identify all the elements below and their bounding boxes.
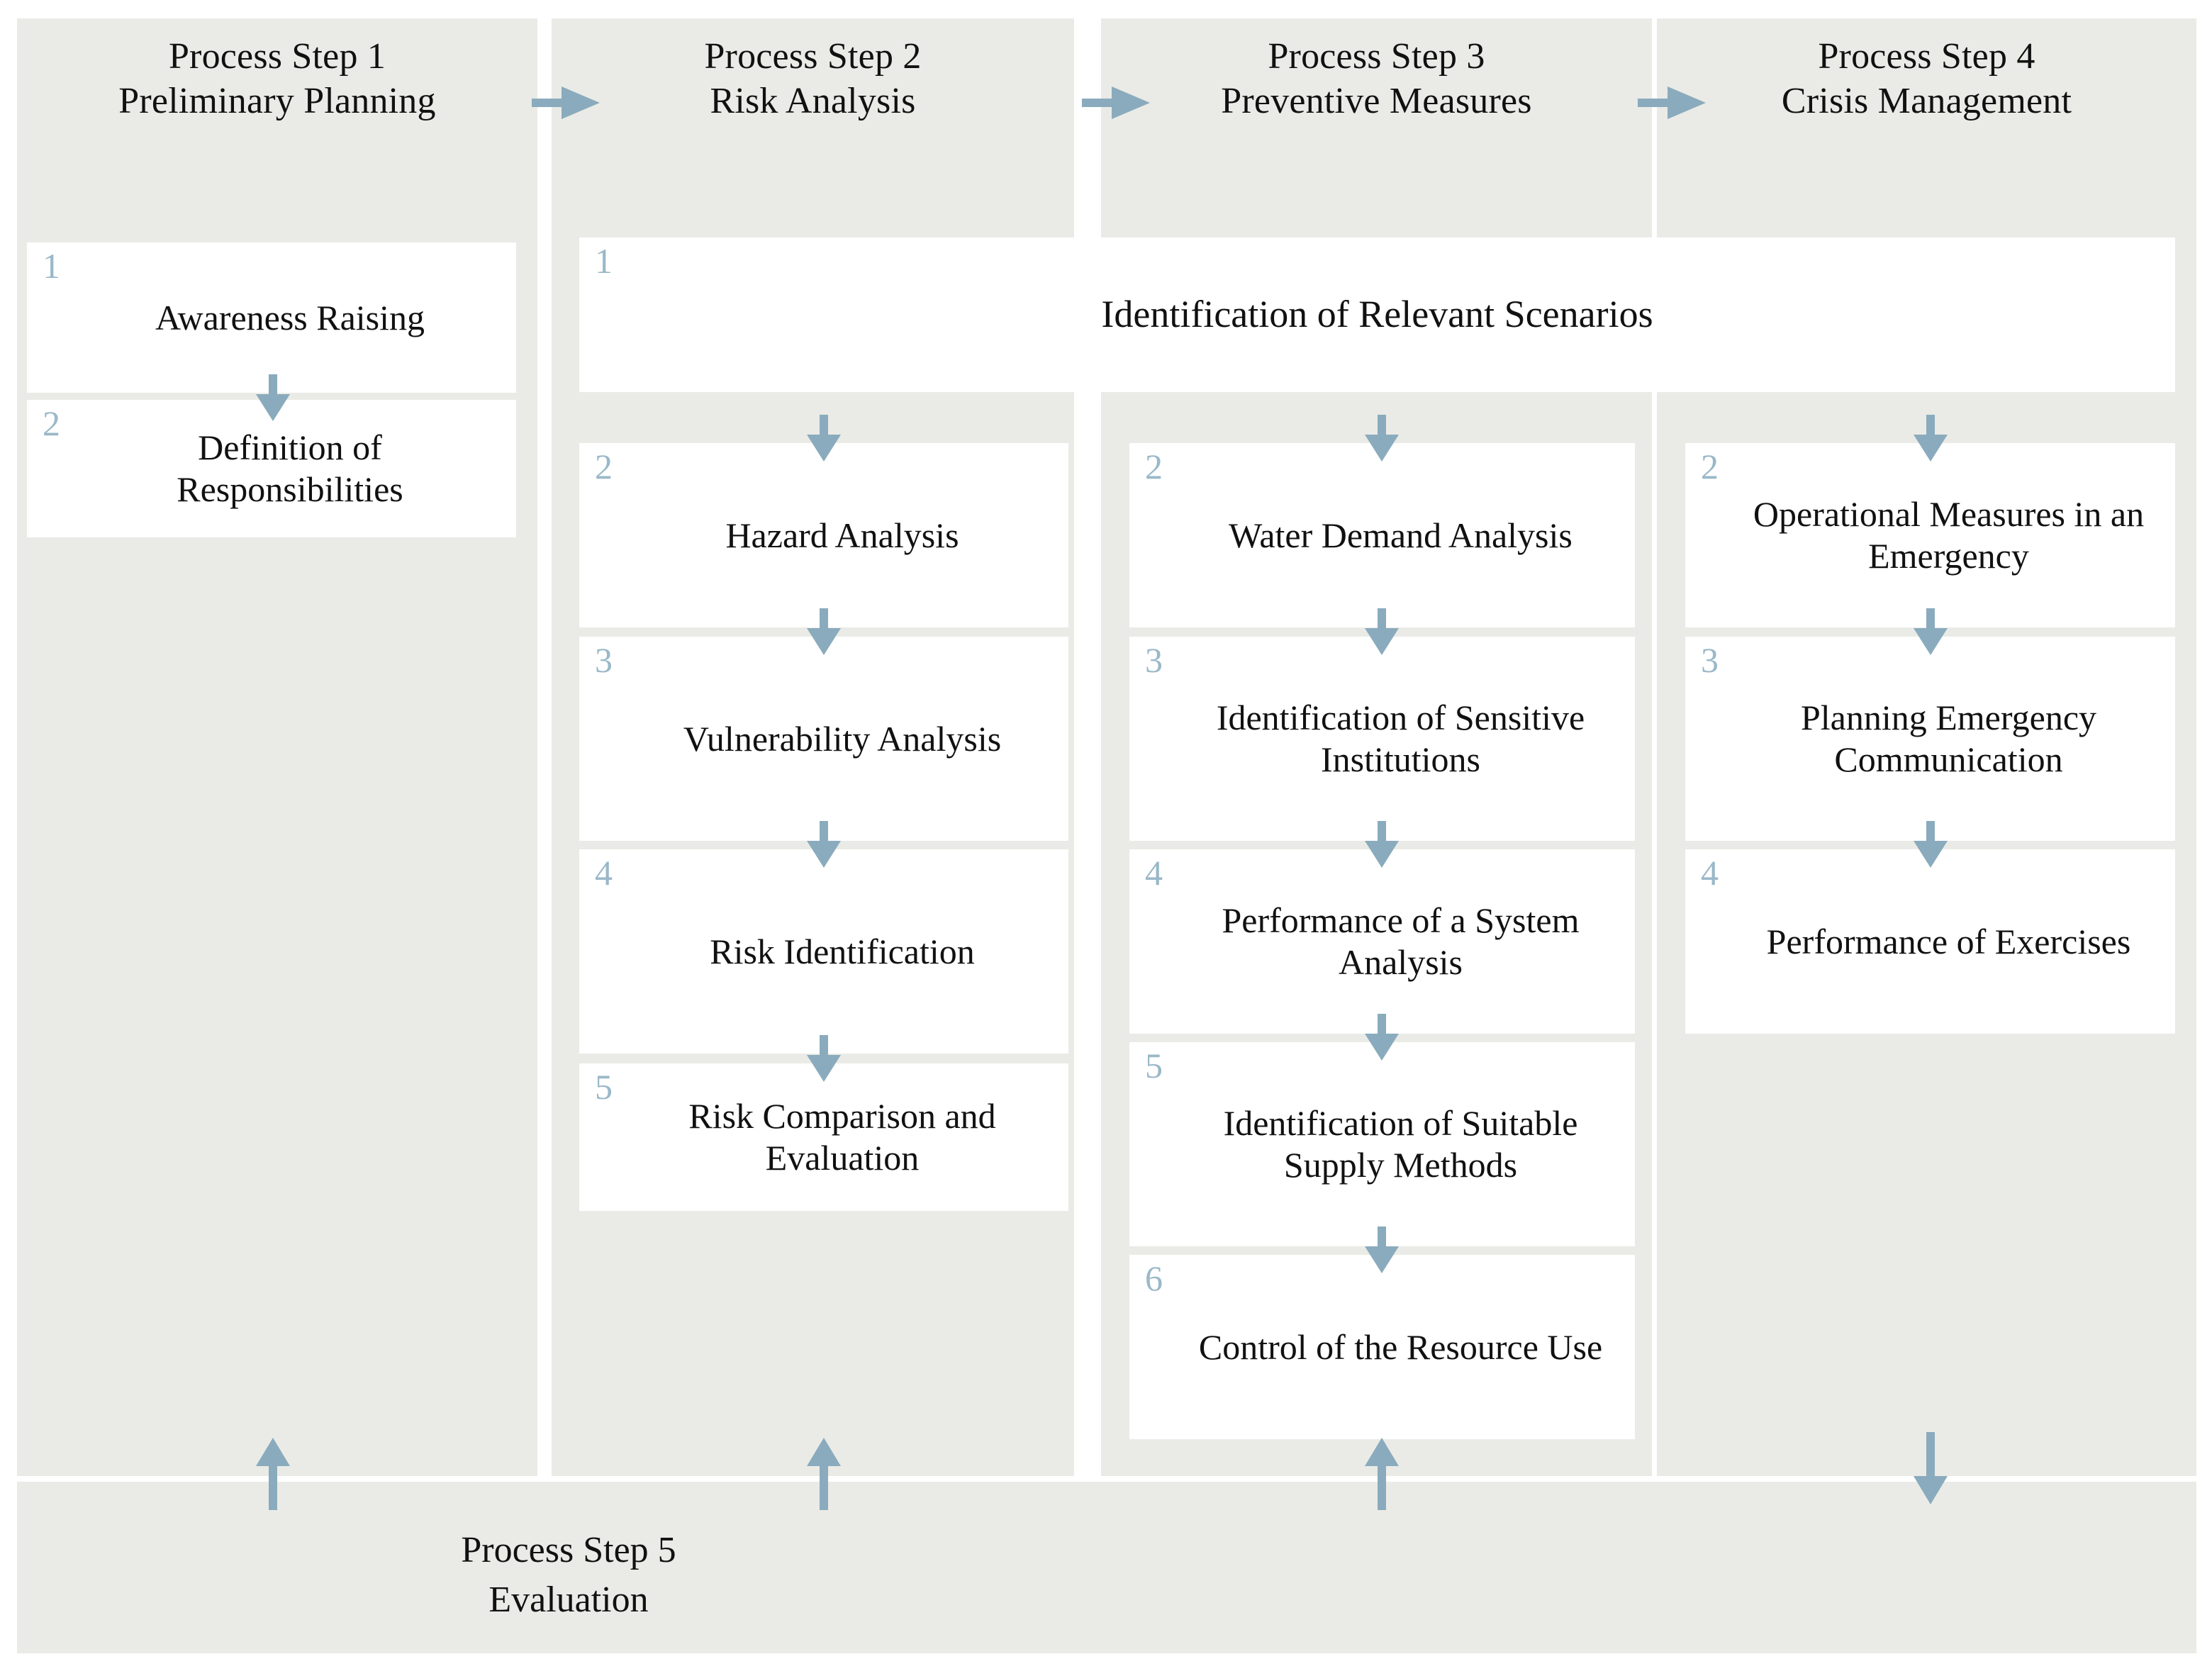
- step-number: 4: [1701, 853, 1719, 893]
- lane-process-step-1: [17, 18, 537, 1476]
- heading-process-step-3: Process Step 3 Preventive Measures: [1101, 34, 1652, 124]
- arrow-2-4-to-2-5: [803, 1035, 845, 1085]
- arrow-3-5-to-3-6: [1361, 1226, 1403, 1276]
- heading-line-2: Crisis Management: [1781, 81, 2072, 122]
- step-box-4-3[interactable]: 3 Planning Emergency Communication: [1685, 637, 2175, 841]
- arrow-4-2-to-4-3: [1909, 608, 1952, 658]
- step-number: 6: [1145, 1258, 1163, 1298]
- footer-heading: Process Step 5 Evaluation: [17, 1526, 1120, 1625]
- heading-process-step-4: Process Step 4 Crisis Management: [1657, 34, 2196, 124]
- step-box-3-6[interactable]: 6 Control of the Resource Use: [1129, 1255, 1635, 1439]
- step-box-2-4[interactable]: 4 Risk Identification: [579, 849, 1068, 1054]
- step-box-3-5[interactable]: 5 Identification of Suitable Supply Meth…: [1129, 1042, 1635, 1246]
- step-number: 4: [595, 853, 613, 893]
- arrow-3-3-to-3-4: [1361, 821, 1403, 871]
- step-number: 4: [1145, 853, 1163, 893]
- step-number: 3: [595, 640, 613, 680]
- step-box-4-2[interactable]: 2 Operational Measures in an Emergency: [1685, 443, 2175, 627]
- footer-line-2: Evaluation: [488, 1580, 649, 1621]
- step-label: Awareness Raising: [155, 297, 425, 337]
- heading-line-1: Process Step 4: [1818, 36, 2035, 77]
- heading-line-2: Preliminary Planning: [118, 81, 436, 122]
- arrow-3-2-to-3-3: [1361, 608, 1403, 658]
- step-box-4-4[interactable]: 4 Performance of Exercises: [1685, 849, 2175, 1034]
- step-number: 1: [43, 246, 60, 286]
- band-process-step-5: [17, 1482, 2196, 1653]
- arrow-4-1-to-4-2: [1909, 415, 1952, 464]
- step-number: 5: [595, 1067, 613, 1107]
- arrow-feedback-to-step1: [252, 1432, 294, 1510]
- heading-line-1: Process Step 2: [704, 36, 922, 77]
- step-label: Definition of Responsibilities: [177, 427, 403, 509]
- step-label: Planning Emergency Communication: [1800, 698, 2097, 779]
- step-label: Operational Measures in an Emergency: [1753, 494, 2145, 576]
- step-number: 3: [1145, 640, 1163, 680]
- arrow-2-1-to-2-2: [803, 415, 845, 464]
- heading-process-step-1: Process Step 1 Preliminary Planning: [17, 34, 537, 124]
- heading-process-step-2: Process Step 2 Risk Analysis: [552, 34, 1074, 124]
- heading-line-2: Preventive Measures: [1221, 81, 1532, 122]
- footer-line-1: Process Step 5: [461, 1530, 676, 1570]
- step-box-1-2[interactable]: 2 Definition of Responsibilities: [27, 400, 516, 537]
- step-label: Control of the Resource Use: [1198, 1326, 1603, 1367]
- step-label: Risk Comparison and Evaluation: [688, 1096, 996, 1178]
- step-number: 2: [1145, 447, 1163, 486]
- arrow-3-4-to-3-5: [1361, 1014, 1403, 1063]
- step-box-2-3[interactable]: 3 Vulnerability Analysis: [579, 637, 1068, 841]
- arrow-2-2-to-2-3: [803, 608, 845, 658]
- arrow-4-3-to-4-4: [1909, 821, 1952, 871]
- heading-line-1: Process Step 1: [168, 36, 386, 77]
- arrow-step2-to-step3: [1082, 84, 1153, 122]
- arrow-feedback-to-step3: [1361, 1432, 1403, 1510]
- step-number: 2: [595, 447, 613, 486]
- arrow-3-1-to-3-2: [1361, 415, 1403, 464]
- step-number: 2: [1701, 447, 1719, 486]
- step-label: Risk Identification: [710, 931, 975, 971]
- step-box-1-1[interactable]: 1 Awareness Raising: [27, 242, 516, 393]
- step-number: 3: [1701, 640, 1719, 680]
- arrow-step4-to-feedback: [1909, 1432, 1952, 1510]
- step-label: Performance of Exercises: [1766, 921, 2131, 961]
- step-label: Hazard Analysis: [725, 515, 959, 555]
- step-box-2-5[interactable]: 5 Risk Comparison and Evaluation: [579, 1063, 1068, 1211]
- step-label: Identification of Suitable Supply Method…: [1223, 1103, 1578, 1185]
- arrow-step1-to-step2: [532, 84, 603, 122]
- step-box-2-2[interactable]: 2 Hazard Analysis: [579, 443, 1068, 627]
- step-number: 1: [595, 241, 613, 281]
- arrow-1-1-to-1-2: [252, 374, 294, 424]
- step-box-spanning-scenarios[interactable]: 1 Identification of Relevant Scenarios: [579, 237, 2175, 392]
- step-box-3-4[interactable]: 4 Performance of a System Analysis: [1129, 849, 1635, 1034]
- arrow-step3-to-step4: [1638, 84, 1709, 122]
- arrow-feedback-to-step2: [803, 1432, 845, 1510]
- step-label: Water Demand Analysis: [1229, 515, 1573, 555]
- step-label: Identification of Sensitive Institutions: [1216, 698, 1585, 779]
- step-label: Vulnerability Analysis: [683, 718, 1002, 759]
- step-box-3-2[interactable]: 2 Water Demand Analysis: [1129, 443, 1635, 627]
- arrow-2-3-to-2-4: [803, 821, 845, 871]
- step-box-3-3[interactable]: 3 Identification of Sensitive Institutio…: [1129, 637, 1635, 841]
- heading-line-1: Process Step 3: [1268, 36, 1485, 77]
- step-label: Performance of a System Analysis: [1222, 900, 1580, 982]
- heading-line-2: Risk Analysis: [710, 81, 916, 122]
- step-number: 2: [43, 403, 60, 443]
- step-number: 5: [1145, 1046, 1163, 1085]
- step-label: Identification of Relevant Scenarios: [1101, 293, 1653, 336]
